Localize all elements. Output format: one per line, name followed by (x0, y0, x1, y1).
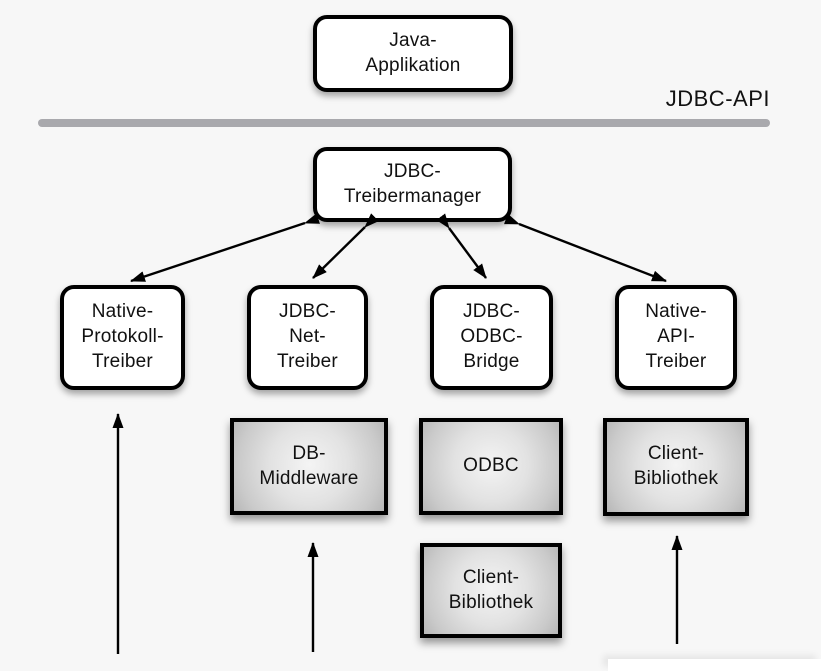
node-jdbc-treibermanager-label: JDBC- Treibermanager (343, 160, 482, 207)
arrow-manager-jdbc-net (312, 213, 379, 279)
arrow-manager-jdbc-odbc (436, 213, 487, 279)
node-db-middleware-label: DB- Middleware (259, 442, 359, 489)
node-client-bibliothek-native-api-label: Client- Bibliothek (633, 443, 719, 489)
jdbc-api-label: JDBC-API (665, 86, 770, 111)
node-client-bibliothek-odbc-label: Client- Bibliothek (448, 566, 534, 613)
arrow-manager-native-api (503, 213, 667, 283)
node-native-protokoll-treiber-label: Native- Protokoll- Treiber (81, 301, 164, 372)
node-db-middleware: DB- Middleware (230, 418, 388, 515)
partial-box-bottom-right (608, 659, 821, 671)
node-odbc-label: ODBC (463, 455, 519, 477)
node-jdbc-treibermanager: JDBC- Treibermanager (313, 147, 512, 222)
node-jdbc-net-treiber-label: JDBC- Net- Treiber (277, 301, 338, 372)
node-client-bibliothek-odbc: Client- Bibliothek (420, 543, 562, 638)
node-odbc: ODBC (419, 418, 563, 515)
node-native-protokoll-treiber: Native- Protokoll- Treiber (60, 285, 185, 390)
node-jdbc-odbc-bridge: JDBC- ODBC- Bridge (430, 285, 553, 390)
arrow-manager-native-protokoll (130, 213, 321, 283)
node-native-api-treiber-label: Native- API- Treiber (645, 301, 707, 372)
node-jdbc-net-treiber: JDBC- Net- Treiber (247, 285, 368, 390)
jdbc-api-divider-line (38, 119, 770, 127)
node-client-bibliothek-native-api: Client- Bibliothek (603, 418, 749, 516)
node-java-applikation-label: Java- Applikation (365, 29, 461, 76)
node-java-applikation: Java- Applikation (313, 15, 513, 92)
node-jdbc-odbc-bridge-label: JDBC- ODBC- Bridge (460, 301, 523, 372)
node-native-api-treiber: Native- API- Treiber (615, 285, 737, 390)
